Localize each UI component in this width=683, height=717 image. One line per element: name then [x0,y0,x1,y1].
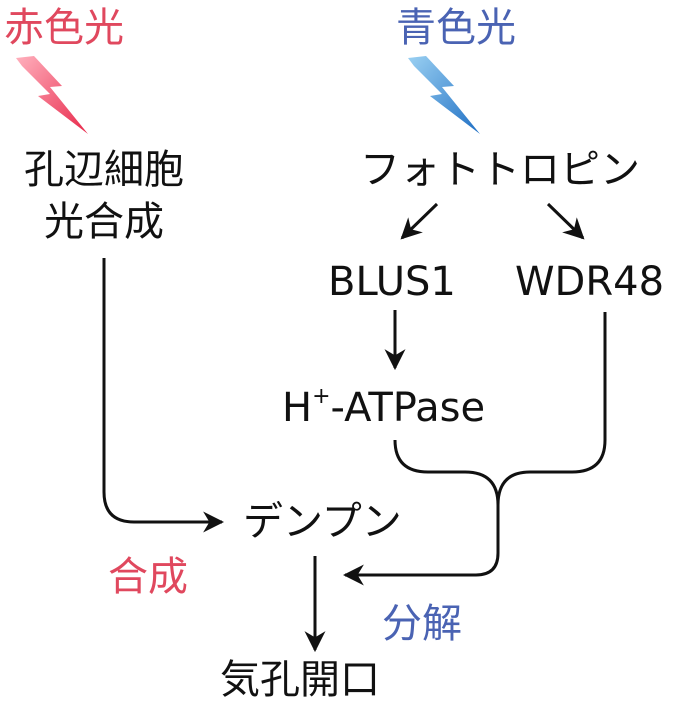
wdr48-label: WDR48 [515,259,665,305]
red-lightning-icon [16,56,88,134]
blus1-label: BLUS1 [328,259,456,305]
h-atpase-superscript: + [312,384,331,409]
degradation-label: 分解 [382,601,462,647]
h-atpase-prefix: H [282,385,313,431]
guard-cell-photosynthesis-line2: 光合成 [44,199,164,245]
h-atpase-suffix: -ATPase [330,385,486,431]
connector-h-atpase-branch [393,439,500,506]
blue-light-label: 青色光 [396,5,516,51]
arrow-degradation-to-starch [342,505,500,586]
synthesis-label: 合成 [108,554,188,600]
red-light-label: 赤色光 [4,5,124,51]
arrow-photosynthesis-to-starch [102,258,225,533]
guard-cell-photosynthesis-line1: 孔辺細胞 [24,147,184,193]
starch-label: デンプン [243,499,402,545]
blue-lightning-icon [408,56,480,134]
connector-wdr48-branch [496,312,607,506]
stomatal-opening-label: 気孔開口 [220,657,380,703]
arrow-phototropin-to-blus1 [400,202,439,240]
phototropin-label: フォトトロピン [360,147,640,193]
h-atpase-label: H+-ATPase [282,385,486,431]
arrow-phototropin-to-wdr48 [546,202,585,240]
